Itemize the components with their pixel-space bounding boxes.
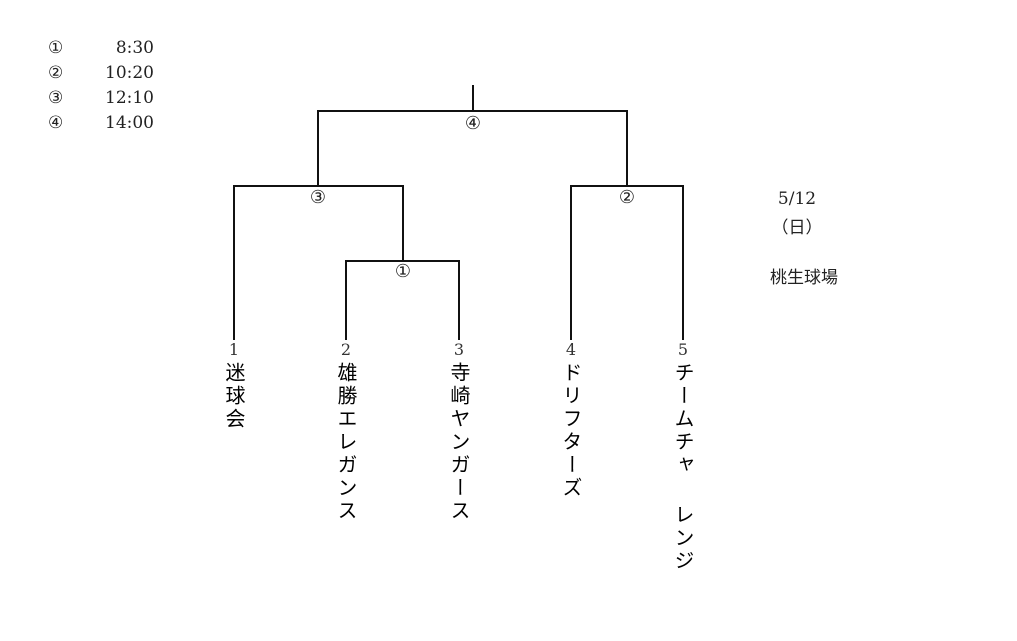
match-mark-semi-left: ③ (308, 187, 328, 208)
event-venue: 桃生球場 (770, 268, 838, 288)
schedule-row: ① 8:30 (48, 38, 154, 58)
schedule-row: ② 10:20 (48, 63, 154, 83)
schedule-row: ③ 12:10 (48, 88, 154, 108)
round-mark: ② (48, 63, 64, 83)
team-name: 迷球会 (222, 362, 246, 431)
team-seed: 5 (677, 340, 689, 359)
event-weekday: （日） (771, 218, 823, 238)
team-name: 寺崎ヤンガース (447, 362, 471, 523)
team-seed: 1 (228, 340, 240, 359)
event-date: 5/12 (777, 189, 817, 209)
team-name: チームチャ レンジ (671, 362, 695, 573)
round-time: 10:20 (105, 63, 154, 83)
first-round-bracket-line (345, 260, 460, 340)
match-mark-first: ① (393, 261, 413, 282)
team-name: ドリフターズ (559, 362, 583, 500)
team-seed: 2 (340, 340, 352, 359)
round-mark: ① (48, 38, 64, 58)
round-time: 14:00 (105, 113, 154, 133)
round-mark: ③ (48, 88, 64, 108)
final-bracket-line (317, 85, 628, 186)
round-time: 8:30 (115, 38, 154, 58)
round-mark: ④ (48, 113, 64, 133)
team-name: 雄勝エレガンス (334, 362, 358, 523)
team-seed: 3 (453, 340, 465, 359)
schedule-row: ④ 14:00 (48, 113, 154, 133)
match-mark-semi-right: ② (617, 187, 637, 208)
semi-right-bracket-line (570, 185, 684, 340)
team-seed: 4 (565, 340, 577, 359)
semi-left-bracket-line (233, 185, 404, 340)
round-time: 12:10 (105, 88, 154, 108)
match-mark-final: ④ (463, 113, 483, 134)
